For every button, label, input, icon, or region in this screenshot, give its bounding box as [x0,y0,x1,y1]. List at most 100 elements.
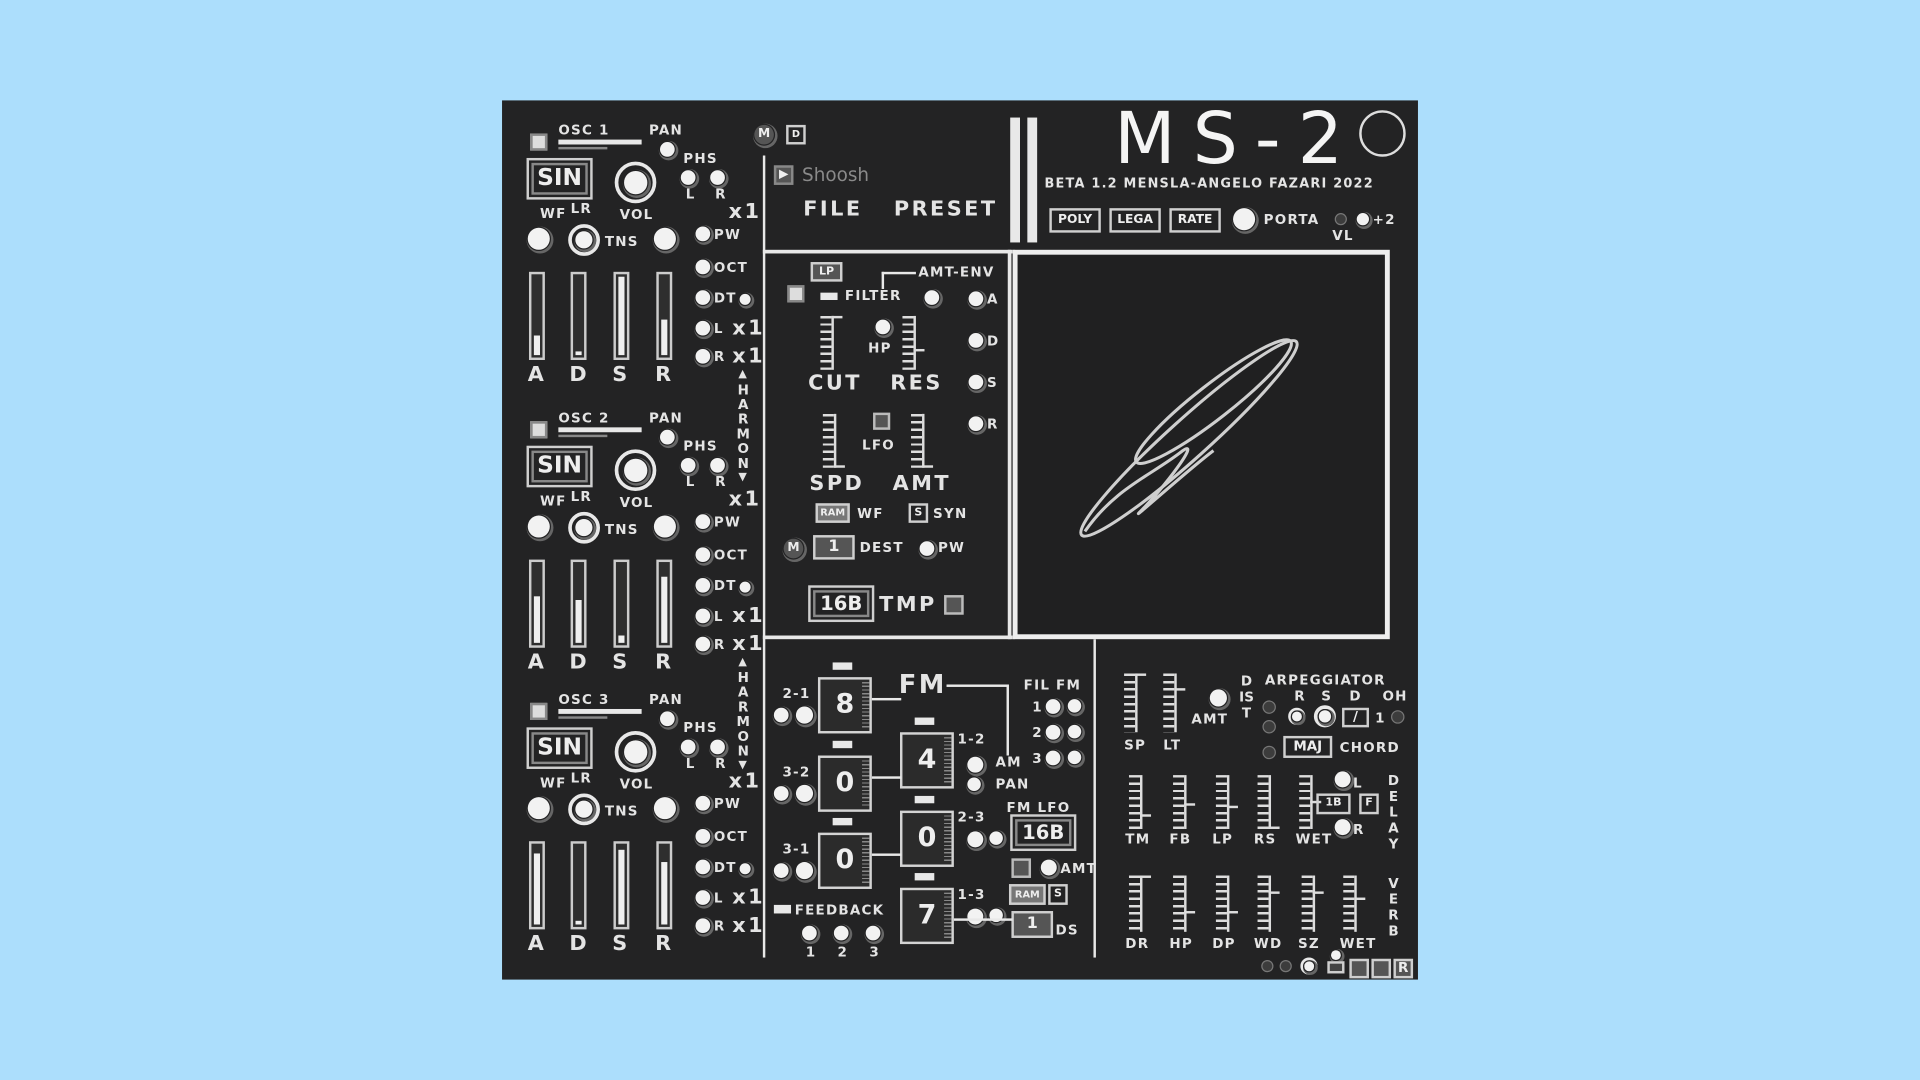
reverb-sz-slider-handle[interactable] [1312,891,1324,895]
feedback-1-knob[interactable] [802,925,817,941]
osc2-harmony-down-icon[interactable]: ▼ [738,759,749,772]
osc1-dt-toggle[interactable] [739,293,751,305]
lfo-toggle[interactable] [873,412,891,430]
lfo-amount-slider-handle[interactable] [922,465,934,468]
legato-button[interactable]: LEGA [1109,208,1161,233]
fm-lfo-toggle[interactable] [1011,858,1032,878]
delay-lp-slider-handle[interactable] [1226,805,1238,809]
osc2-phase-r-knob[interactable] [710,457,725,473]
dist-lt-slider-handle[interactable] [1174,687,1186,691]
bit-depth-selector[interactable]: 16B [808,585,875,623]
arp-toggle-1[interactable] [1262,700,1276,714]
feedback-3-knob[interactable] [865,925,881,941]
osc1-l-knob[interactable] [695,320,711,336]
delay-tm-slider[interactable] [1128,775,1152,829]
filter-env-d-knob[interactable] [968,333,984,348]
osc3-phase-r-knob[interactable] [710,739,725,755]
reverb-dp-slider-handle[interactable] [1226,910,1238,913]
reverb-wet-slider-handle[interactable] [1354,897,1366,900]
fm-lfo-sync-button[interactable]: S [1048,884,1068,905]
delay-wet-slider-handle[interactable] [1310,800,1322,804]
footer-button-2[interactable] [1349,958,1369,979]
osc3-r-knob[interactable] [695,918,711,934]
reverb-wet-slider[interactable] [1343,875,1366,932]
osc1-knob-left[interactable] [527,227,550,250]
osc2-harmony-up-icon[interactable]: ▲ [738,656,749,669]
osc3-adsr-d-slider[interactable] [570,841,587,930]
filter-env-r-knob[interactable] [968,416,984,432]
osc2-volume-knob[interactable] [614,449,657,492]
feedback-2-knob[interactable] [833,925,849,941]
delay-fb-slider-handle[interactable] [1184,803,1196,806]
delay-tm-slider-handle[interactable] [1140,813,1152,817]
delay-fb-slider[interactable] [1173,775,1196,829]
osc3-dt-toggle[interactable] [739,863,751,875]
plus2-toggle[interactable] [1356,213,1369,226]
osc2-enable-checkbox[interactable] [530,421,548,439]
delay-rs-slider[interactable] [1257,775,1280,829]
fm-op-2-1-knob-b[interactable] [795,706,814,724]
lfo-ram-waveform-button[interactable]: RAM [815,503,850,523]
master-m-button[interactable]: M [754,124,774,145]
porta-knob[interactable] [1233,208,1256,231]
osc3-phase-l-knob[interactable] [680,739,696,755]
footer-reset-button[interactable]: R [1393,958,1414,979]
fm-op-2-3-knob-a[interactable] [967,831,984,848]
dist-lt-slider[interactable] [1163,673,1186,733]
preset-menu[interactable]: PRESET [893,197,998,222]
osc3-knob-left[interactable] [527,797,550,820]
lfo-dest-selector[interactable]: 1 [813,535,855,560]
osc1-dt-knob[interactable] [695,290,711,305]
osc3-dt-knob[interactable] [695,859,711,875]
resonance-slider-handle[interactable] [913,349,925,352]
filter-m-button[interactable]: M [783,538,804,559]
osc2-l-knob[interactable] [695,608,711,624]
fm-op-2-1-knob-a[interactable] [773,707,789,723]
osc1-volume-knob[interactable] [614,161,657,204]
osc1-knob-right[interactable] [653,227,676,250]
osc2-oct-knob[interactable] [695,547,711,563]
arp-hold-toggle[interactable] [1391,710,1405,724]
arp-swing-knob[interactable] [1313,705,1336,728]
osc3-oct-knob[interactable] [695,828,711,844]
footer-button-3[interactable] [1371,958,1392,979]
arp-toggle-3[interactable] [1262,745,1276,760]
osc1-r-knob[interactable] [695,348,711,364]
fm-op-3-2-value[interactable]: 0 [817,755,872,812]
reverb-hp-slider[interactable] [1173,875,1196,932]
osc1-adsr-a-slider[interactable] [528,271,545,361]
reverb-dr-slider[interactable] [1128,875,1152,932]
file-menu[interactable]: FILE [803,197,863,222]
delay-sync-button[interactable]: 1B [1316,793,1351,815]
fm-lfo-ram-button[interactable]: RAM [1008,884,1046,905]
fil-fm-3-toggle[interactable] [1067,750,1082,765]
delay-lp-slider[interactable] [1215,775,1238,829]
osc1-waveform-button[interactable]: SIN [526,157,593,200]
osc2-dt-toggle[interactable] [739,581,751,593]
fm-op-3-1-knob-b[interactable] [795,862,814,880]
osc3-knob-right[interactable] [653,797,676,820]
pan-knob[interactable] [967,777,981,792]
filter-env-amount-knob[interactable] [924,290,940,305]
fil-fm-1-toggle[interactable] [1067,699,1082,713]
osc2-adsr-r-slider[interactable] [656,559,673,648]
osc1-adsr-s-slider[interactable] [613,271,630,361]
preset-name[interactable]: Shoosh [802,164,870,187]
fil-fm-3-knob[interactable] [1045,750,1061,766]
chord-selector[interactable]: MAJ [1283,735,1333,758]
osc2-adsr-a-slider[interactable] [528,559,545,648]
reverb-wd-slider-handle[interactable] [1268,891,1280,895]
osc3-volume-knob[interactable] [614,731,657,773]
footer-toggle-1[interactable] [1261,960,1274,973]
fm-op-2-1-value[interactable]: 8 [817,677,872,734]
delay-l-knob[interactable] [1334,771,1351,788]
arp-toggle-2[interactable] [1262,720,1276,734]
footer-knob[interactable] [1300,957,1318,975]
footer-toggle-2[interactable] [1279,960,1292,973]
osc1-oct-knob[interactable] [695,259,711,275]
osc2-adsr-d-slider[interactable] [570,559,587,648]
osc1-tune-knob[interactable] [568,224,601,256]
footer-dot[interactable] [1331,950,1341,961]
osc3-waveform-button[interactable]: SIN [526,727,593,769]
osc1-adsr-d-slider[interactable] [570,271,587,361]
